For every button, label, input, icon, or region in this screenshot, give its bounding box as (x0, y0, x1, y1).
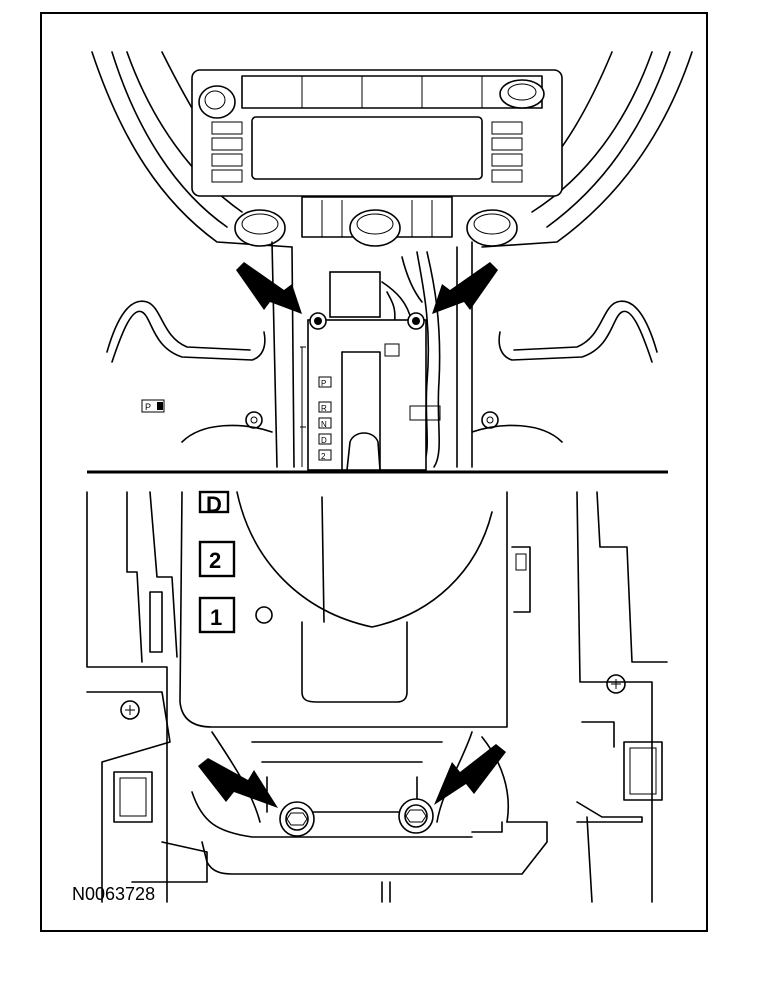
radio-left-buttons (211, 121, 243, 183)
gear-indicator-2: 2 (321, 452, 326, 461)
radio-right-buttons (491, 121, 523, 183)
figure-id-label: N0063728 (72, 884, 155, 904)
bottom-view: D 2 1 (86, 490, 668, 903)
svg-text:1: 1 (210, 605, 222, 630)
screw-bottom-left (120, 700, 140, 720)
screw-top-left (245, 411, 263, 429)
arrow-bottom-right (434, 744, 506, 805)
gear-label-d: D (198, 490, 230, 517)
gear-indicator-n: N (321, 420, 327, 429)
gear-indicator-r: R (321, 404, 327, 413)
top-gear-indicators: P R N D 2 (318, 376, 332, 461)
gear-indicator-p: P (321, 379, 326, 388)
bolt-bottom-right (398, 798, 434, 834)
screw-top-right (481, 411, 499, 429)
radio-head-unit (191, 69, 563, 197)
svg-text:D: D (206, 492, 222, 517)
diagram-svg: P R N D 2 P (72, 51, 693, 904)
svg-text:2: 2 (209, 548, 221, 573)
right-window-slot (623, 741, 663, 801)
small-indicator-label: P (145, 402, 151, 412)
climate-knob-left (234, 209, 286, 247)
arrow-top-left (236, 262, 302, 314)
arrow-bottom-left (198, 758, 278, 808)
diagram-frame: P R N D 2 P (40, 12, 708, 932)
shifter-plate-top: P R N D 2 (307, 319, 441, 471)
bolt-top-right (407, 312, 425, 330)
gear-indicator-d: D (321, 436, 327, 445)
gear-label-1: 1 (198, 596, 273, 634)
climate-knob-right (466, 209, 518, 247)
left-window-slot (113, 771, 153, 823)
top-view: P R N D 2 P (91, 51, 693, 471)
arrow-top-right (432, 262, 498, 314)
small-indicator: P (141, 399, 165, 413)
climate-knob-center (349, 209, 401, 247)
shift-lever-top (346, 432, 381, 471)
climate-controls (234, 196, 518, 247)
gear-label-2: 2 (198, 540, 236, 578)
bolt-bottom-left (279, 801, 315, 837)
bolt-top-left (309, 312, 327, 330)
shifter-bracket (329, 271, 381, 318)
screw-bottom-right (606, 674, 626, 694)
